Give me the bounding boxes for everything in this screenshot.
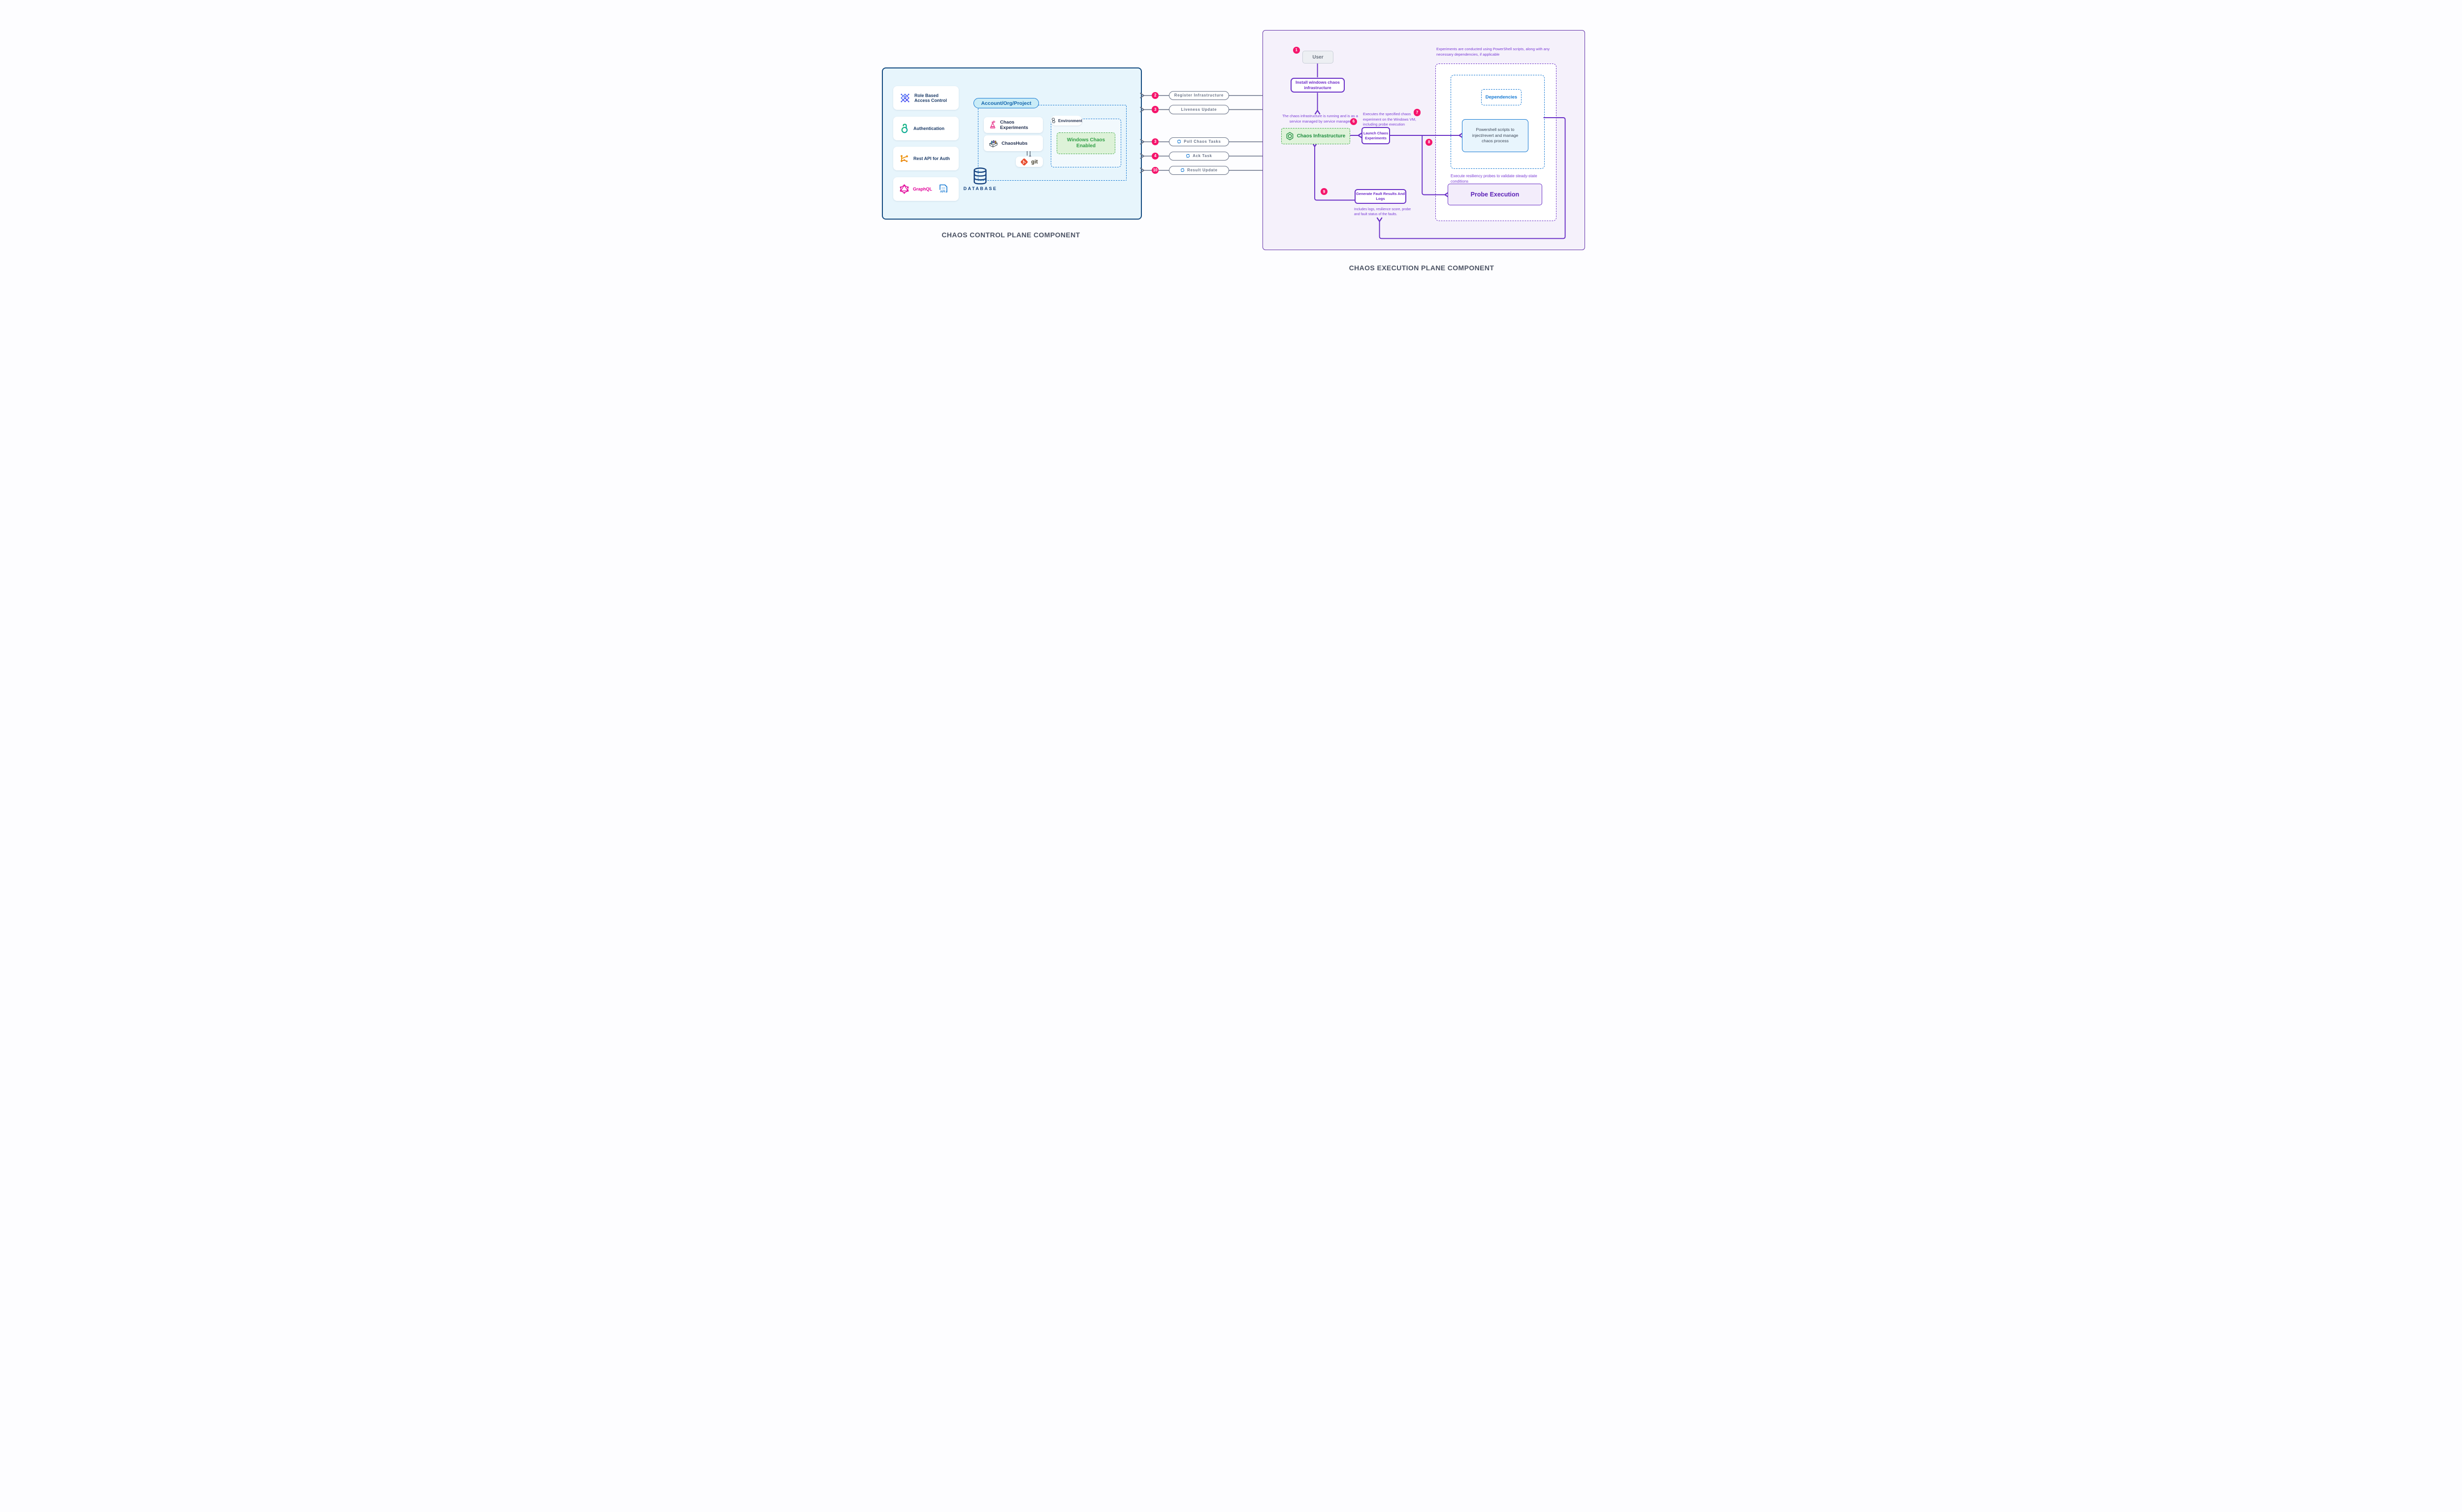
scripts-inner-dashed-box xyxy=(1450,75,1545,169)
card-rest-api-label: Rest API for Auth xyxy=(913,156,950,161)
step-badge-10: 10 xyxy=(1152,166,1159,174)
step-badge-3: 3 xyxy=(1152,106,1159,113)
database-icon xyxy=(972,167,988,185)
environment-label-pill: Environment xyxy=(1051,116,1082,126)
account-pill-label: Account/Org/Project xyxy=(981,100,1032,106)
flask-icon xyxy=(989,121,997,129)
ack-task-pill: Ack Task xyxy=(1168,151,1230,161)
card-rbac-label: Role Based Access Control xyxy=(914,93,947,103)
chaos-architecture-diagram: Role Based Access Control Authentication xyxy=(851,0,1611,302)
execution-plane-title: CHAOS EXECUTION PLANE COMPONENT xyxy=(1349,264,1494,272)
database-label: DATABASE xyxy=(963,186,998,191)
chaos-infra-hex-icon xyxy=(1286,132,1294,140)
step-badge-8: 8 xyxy=(1425,138,1433,146)
windows-chaos-enabled-label: Windows Chaos Enabled xyxy=(1067,137,1105,149)
account-org-project-pill: Account/Org/Project xyxy=(973,98,1039,108)
sync-icon xyxy=(1186,154,1190,158)
svg-text:API: API xyxy=(940,190,945,193)
environment-hex-icon xyxy=(1051,118,1056,124)
rest-api-icon xyxy=(900,154,909,163)
powershell-scripts-node: Powershell scripts to inject/revert and … xyxy=(1462,119,1528,152)
control-plane-title: CHAOS CONTROL PLANE COMPONENT xyxy=(941,231,1080,239)
probe-execution-label: Probe Execution xyxy=(1470,191,1520,198)
install-infra-label: Install windows chaos infrastructure xyxy=(1296,80,1340,90)
step-badge-2: 2 xyxy=(1152,92,1159,99)
chaos-experiments-node: Chaos Experiments xyxy=(984,117,1043,133)
executes-note: Executes the specified chaos experiment … xyxy=(1363,112,1416,127)
card-graphql-label: GraphQL xyxy=(913,186,933,192)
user-label: User xyxy=(1312,54,1324,60)
card-rest-api: Rest API for Auth xyxy=(893,147,959,170)
result-update-label: Result Update xyxy=(1187,168,1218,173)
git-icon xyxy=(1021,158,1028,165)
infra-running-note: The chaos infrastructure is running and … xyxy=(1282,114,1358,124)
sync-icon xyxy=(1180,168,1185,172)
step-badge-9: 9 xyxy=(1320,188,1328,195)
auth-icon xyxy=(900,123,909,134)
user-node: User xyxy=(1302,51,1333,64)
card-graphql: GraphQL API xyxy=(893,177,959,201)
step-badge-6: 6 xyxy=(1350,118,1358,126)
chaoshubs-label: ChaosHubs xyxy=(1002,140,1028,146)
card-authentication-label: Authentication xyxy=(913,126,944,131)
powershell-top-note: Experiments are conducted using PowerShe… xyxy=(1436,47,1550,57)
git-node: git xyxy=(1016,157,1043,167)
liveness-update-label: Liveness Update xyxy=(1181,107,1217,112)
chaoshub-rack-icon xyxy=(989,139,998,148)
card-rbac: Role Based Access Control xyxy=(893,86,959,110)
step-badge-1: 1 xyxy=(1293,46,1300,54)
probe-note: Execute resiliency probes to validate st… xyxy=(1451,174,1537,184)
chaos-infrastructure-label: Chaos Infrastructure xyxy=(1296,133,1346,139)
register-infrastructure-pill: Register Infrastructure xyxy=(1168,91,1230,100)
sync-icon xyxy=(1177,139,1181,144)
chaoshubs-node: ChaosHubs xyxy=(984,135,1043,151)
poll-chaos-tasks-pill: Poll Chaos Tasks xyxy=(1168,137,1230,147)
step-badge-3b: 3 xyxy=(1152,138,1159,146)
card-authentication: Authentication xyxy=(893,117,959,140)
generate-fault-results-node: Generate Fault Results And Logs xyxy=(1355,189,1406,204)
chaos-infrastructure-node: Chaos Infrastructure xyxy=(1281,128,1350,144)
account-scope-dashed-box xyxy=(978,105,1127,181)
install-infra-node: Install windows chaos infrastructure xyxy=(1291,78,1345,93)
ack-task-label: Ack Task xyxy=(1193,154,1212,159)
rbac-icon xyxy=(900,93,910,103)
dependencies-node: Dependencies xyxy=(1481,89,1522,105)
register-infrastructure-label: Register Infrastructure xyxy=(1174,93,1224,98)
api-doc-icon: API xyxy=(939,184,948,194)
generate-fault-results-label: Generate Fault Results And Logs xyxy=(1356,192,1405,201)
step-badge-7: 7 xyxy=(1413,109,1421,116)
graphql-icon xyxy=(900,184,909,194)
probe-execution-node: Probe Execution xyxy=(1448,184,1542,205)
windows-chaos-enabled-node: Windows Chaos Enabled xyxy=(1057,132,1115,154)
result-update-pill: Result Update xyxy=(1168,165,1230,175)
liveness-update-pill: Liveness Update xyxy=(1168,105,1230,114)
chaos-experiments-label: Chaos Experiments xyxy=(1000,120,1029,130)
dependencies-label: Dependencies xyxy=(1485,95,1518,100)
environment-label: Environment xyxy=(1058,118,1082,123)
launch-chaos-experiments-label: Launch Chaos Experiments xyxy=(1363,131,1389,140)
poll-chaos-tasks-label: Poll Chaos Tasks xyxy=(1184,139,1221,144)
powershell-scripts-label: Powershell scripts to inject/revert and … xyxy=(1472,127,1519,144)
git-label: git xyxy=(1031,159,1038,165)
step-badge-4: 4 xyxy=(1152,152,1159,160)
launch-chaos-experiments-node: Launch Chaos Experiments xyxy=(1361,127,1390,144)
includes-note: Includes logs, resilience score, probe a… xyxy=(1354,208,1411,216)
